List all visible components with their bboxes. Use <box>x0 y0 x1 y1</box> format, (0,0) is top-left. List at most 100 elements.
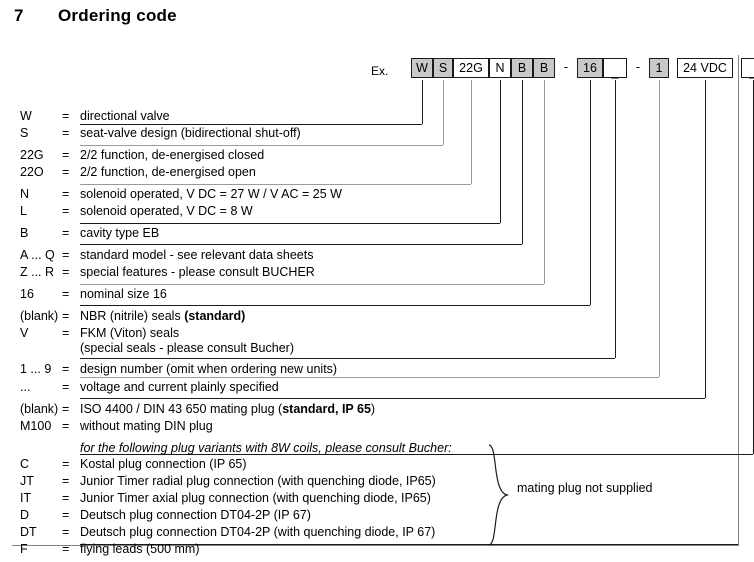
legend-description-text: flying leads (500 mm) <box>80 542 200 556</box>
legend-key: Z ... R <box>20 265 55 279</box>
legend-description: (special seals - please consult Bucher) <box>80 340 294 357</box>
legend-equals: = <box>62 457 70 471</box>
legend-description-text: seat-valve design (bidirectional shut-of… <box>80 126 301 140</box>
brace-note: mating plug not supplied <box>517 481 653 495</box>
legend-description-text: Junior Timer radial plug connection (wit… <box>80 474 436 488</box>
legend-description: NBR (nitrile) seals (standard) <box>80 308 245 325</box>
legend-description-text: voltage and current plainly specified <box>80 380 279 394</box>
legend-description-tail: ) <box>370 402 376 416</box>
legend-description: 2/2 function, de-energised closed <box>80 147 264 164</box>
legend-key: W <box>20 109 32 123</box>
code-box-blank: _ <box>603 58 627 79</box>
legend-description-text: special features - please consult BUCHER <box>80 265 315 279</box>
legend-description-bold: standard, IP 65 <box>282 402 371 416</box>
legend-description-text: 2/2 function, de-energised open <box>80 165 256 179</box>
legend-description: without mating DIN plug <box>80 418 213 435</box>
leader-line-horizontal <box>80 244 522 245</box>
legend-description: solenoid operated, V DC = 8 W <box>80 203 253 220</box>
section-title: Ordering code <box>58 6 177 25</box>
legend-description: ISO 4400 / DIN 43 650 mating plug (stand… <box>80 401 375 418</box>
legend-key: 22G <box>20 148 44 162</box>
leader-line-horizontal <box>80 358 615 359</box>
leader-line-horizontal <box>80 124 422 125</box>
leader-line-vertical <box>522 80 523 244</box>
legend-equals: = <box>62 542 70 556</box>
legend-key: M100 <box>20 419 52 433</box>
leader-line-vertical <box>500 80 501 223</box>
leader-line-horizontal <box>80 284 544 285</box>
grouping-brace-icon <box>488 444 509 546</box>
legend-description-text: (special seals - please consult Bucher) <box>80 341 294 355</box>
legend-key: ... <box>20 380 31 394</box>
legend-description-text: NBR (nitrile) seals <box>80 309 185 323</box>
legend-description: nominal size 16 <box>80 286 167 303</box>
legend-key: F <box>20 542 28 556</box>
legend-description-text: design number (omit when ordering new un… <box>80 362 338 376</box>
legend-description: voltage and current plainly specified <box>80 379 279 396</box>
legend-key: IT <box>20 491 32 505</box>
legend-equals: = <box>62 419 70 433</box>
section-number: 7 <box>14 6 24 25</box>
legend-description-text: directional valve <box>80 109 170 123</box>
legend-description: directional valve <box>80 108 170 125</box>
code-box-n: N <box>489 58 511 78</box>
legend-equals: = <box>62 380 70 394</box>
legend-description: seat-valve design (bidirectional shut-of… <box>80 125 301 142</box>
legend-equals: = <box>62 109 70 123</box>
legend-description: design number (omit when ordering new un… <box>80 361 337 378</box>
legend-description-bold: (standard) <box>184 309 246 323</box>
code-box-blank: _ <box>741 58 754 79</box>
legend-equals: = <box>62 474 70 488</box>
legend-key: DT <box>20 525 37 539</box>
leader-line-horizontal <box>80 305 590 306</box>
leader-line-vertical <box>422 80 423 124</box>
legend-description: Deutsch plug connection DT04-2P (with qu… <box>80 524 435 541</box>
legend-key: (blank) <box>20 402 59 416</box>
code-box-b: B <box>511 58 533 78</box>
code-box-s: S <box>433 58 453 78</box>
legend-equals: = <box>62 326 70 340</box>
legend-key: 22O <box>20 165 44 179</box>
legend-equals: = <box>62 402 70 416</box>
leader-line-horizontal <box>80 398 705 399</box>
legend-key: N <box>20 187 30 201</box>
legend-description-text: nominal size 16 <box>80 287 167 301</box>
legend-equals: = <box>62 362 70 376</box>
legend-key: 1 ... 9 <box>20 362 52 376</box>
legend-description-text: ISO 4400 / DIN 43 650 mating plug ( <box>80 402 283 416</box>
legend-equals: = <box>62 309 70 323</box>
legend-description-text: Junior Timer axial plug connection (with… <box>80 491 431 505</box>
legend-description-text: solenoid operated, V DC = 27 W / V AC = … <box>80 187 342 201</box>
legend-description-text: standard model - see relevant data sheet… <box>80 248 314 262</box>
legend-description: FKM (Viton) seals <box>80 325 179 342</box>
page-title: 7 Ordering code <box>14 6 414 34</box>
code-box-1: 1 <box>649 58 669 78</box>
legend-description: solenoid operated, V DC = 27 W / V AC = … <box>80 186 342 203</box>
legend-description-italic: for the following plug variants with 8W … <box>80 441 452 455</box>
legend-description: flying leads (500 mm) <box>80 541 200 558</box>
legend-description: Kostal plug connection (IP 65) <box>80 456 247 473</box>
legend-description-text: Deutsch plug connection DT04-2P (with qu… <box>80 525 436 539</box>
legend-equals: = <box>62 165 70 179</box>
legend-key: L <box>20 204 27 218</box>
legend-equals: = <box>62 204 70 218</box>
legend-description: for the following plug variants with 8W … <box>80 440 452 457</box>
legend-equals: = <box>62 287 70 301</box>
legend-key: S <box>20 126 29 140</box>
code-separator-dash: - <box>563 60 569 74</box>
leader-line-horizontal <box>80 145 443 146</box>
leader-line-vertical <box>471 80 472 184</box>
legend-key: 16 <box>20 287 34 301</box>
legend-equals: = <box>62 226 70 240</box>
legend-key: (blank) <box>20 309 59 323</box>
leader-line-vertical <box>443 80 444 145</box>
code-box-b: B <box>533 58 555 78</box>
legend-equals: = <box>62 187 70 201</box>
leader-line-horizontal <box>80 544 738 545</box>
leader-line-horizontal <box>80 184 471 185</box>
leader-line-vertical <box>659 80 660 377</box>
leader-line-vertical <box>615 80 616 358</box>
legend-equals: = <box>62 491 70 505</box>
leader-line-horizontal <box>80 223 500 224</box>
